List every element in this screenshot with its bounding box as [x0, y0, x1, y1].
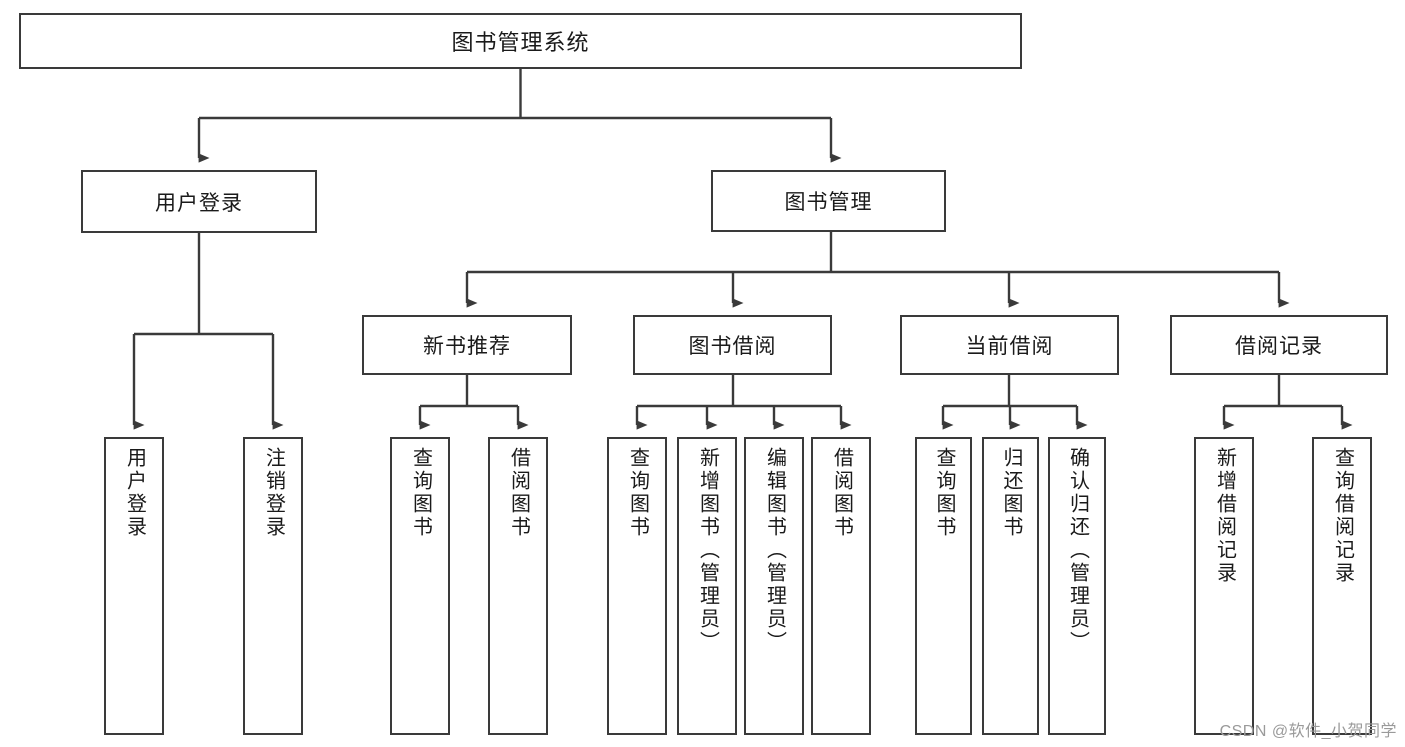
leaf-return-book[interactable]: 归还图书 — [982, 437, 1039, 735]
leaf-add-borrow-record[interactable]: 新增借阅记录 — [1194, 437, 1254, 735]
node-label: 借阅图书 — [830, 447, 853, 539]
node-borrow-record[interactable]: 借阅记录 — [1170, 315, 1388, 375]
node-label: 归还图书 — [1000, 447, 1022, 539]
node-new-book-recommend[interactable]: 新书推荐 — [362, 315, 572, 375]
node-user-login[interactable]: 用户登录 — [81, 170, 317, 233]
node-label: 借阅图书 — [507, 447, 530, 539]
leaf-logout[interactable]: 注销登录 — [243, 437, 303, 735]
leaf-add-book-admin[interactable]: 新增图书（管理员） — [677, 437, 737, 735]
leaf-user-login[interactable]: 用户登录 — [104, 437, 164, 735]
leaf-edit-book-admin[interactable]: 编辑图书（管理员） — [744, 437, 804, 735]
leaf-borrow-book[interactable]: 借阅图书 — [811, 437, 871, 735]
leaf-borrow-book-new[interactable]: 借阅图书 — [488, 437, 548, 735]
watermark-text: CSDN @软件_小贺同学 — [1219, 723, 1397, 740]
node-label: 查询图书 — [409, 447, 432, 539]
node-label: 图书管理系统 — [451, 30, 590, 55]
leaf-query-book-current[interactable]: 查询图书 — [915, 437, 972, 735]
node-book-borrow[interactable]: 图书借阅 — [633, 315, 832, 375]
node-label: 借阅记录 — [1235, 335, 1323, 358]
node-book-management[interactable]: 图书管理 — [711, 170, 946, 232]
node-label: 用户登录 — [123, 447, 146, 539]
node-label: 查询图书 — [626, 447, 649, 539]
node-label: 确认归还（管理员） — [1066, 447, 1089, 654]
node-label: 用户登录 — [155, 191, 243, 215]
leaf-query-book-borrow[interactable]: 查询图书 — [607, 437, 667, 735]
node-label: 图书借阅 — [688, 335, 777, 358]
node-label: 编辑图书（管理员） — [763, 447, 786, 654]
leaf-query-borrow-record[interactable]: 查询借阅记录 — [1312, 437, 1372, 735]
node-root-system[interactable]: 图书管理系统 — [19, 13, 1022, 69]
node-label: 新增借阅记录 — [1213, 447, 1236, 585]
node-current-borrow[interactable]: 当前借阅 — [900, 315, 1119, 375]
leaf-query-book-new[interactable]: 查询图书 — [390, 437, 450, 735]
node-label: 注销登录 — [262, 447, 285, 539]
node-label: 新书推荐 — [423, 335, 511, 358]
node-label: 查询借阅记录 — [1331, 447, 1354, 585]
leaf-confirm-return-admin[interactable]: 确认归还（管理员） — [1048, 437, 1106, 735]
node-label: 查询图书 — [933, 447, 955, 539]
node-label: 当前借阅 — [965, 335, 1054, 358]
node-label: 新增图书（管理员） — [696, 447, 719, 654]
node-label: 图书管理 — [784, 191, 873, 214]
